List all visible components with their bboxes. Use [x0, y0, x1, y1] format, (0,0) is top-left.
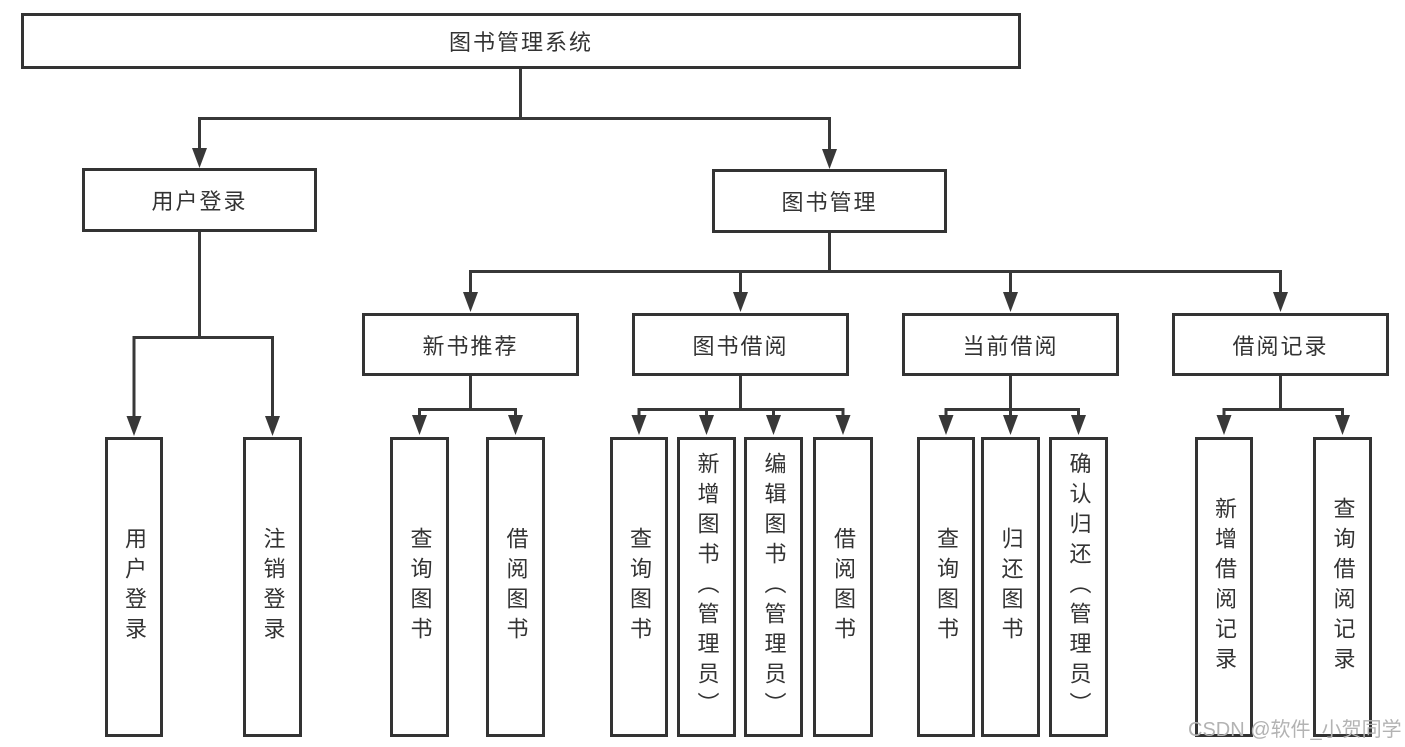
leaf-label: 借阅图书	[831, 527, 856, 647]
node-borrowing-records: 借阅记录	[1172, 313, 1389, 376]
arrow-down-icon	[1216, 415, 1232, 435]
leaf-query-books-2: 查询图书	[610, 437, 668, 737]
leaf-query-books-1: 查询图书	[390, 437, 449, 737]
arrow-down-icon	[938, 415, 954, 435]
connector-new-book-fork	[412, 376, 523, 435]
leaf-label: 新增借阅记录	[1212, 497, 1237, 677]
leaf-query-borrow-record: 查询借阅记录	[1313, 437, 1372, 737]
leaf-label: 归还图书	[998, 527, 1024, 647]
leaf-add-book-admin: 新增图书（管理员）	[677, 437, 736, 737]
arrow-down-icon	[1273, 292, 1288, 312]
node-new-book-recommend: 新书推荐	[362, 313, 579, 376]
arrow-down-icon	[126, 416, 142, 436]
leaf-return-book: 归还图书	[981, 437, 1040, 737]
arrow-down-icon	[631, 415, 647, 435]
arrow-down-icon	[1003, 415, 1018, 435]
node-book-borrowing: 图书借阅	[632, 313, 849, 376]
node-user-login: 用户登录	[82, 168, 317, 232]
connector-user-login-fork	[126, 232, 280, 436]
arrow-down-icon	[733, 292, 748, 312]
connector-current-borrowing-fork	[938, 376, 1086, 435]
leaf-label: 查询借阅记录	[1330, 497, 1356, 677]
leaf-label: 借阅图书	[503, 527, 529, 647]
watermark-text: CSDN @软件_小贺同学	[1188, 719, 1402, 741]
leaf-borrow-books-2: 借阅图书	[813, 437, 873, 737]
leaf-label: 用户登录	[122, 527, 147, 647]
leaf-label: 查询图书	[627, 527, 652, 647]
arrow-down-icon	[822, 149, 837, 169]
arrow-down-icon	[265, 416, 280, 436]
leaf-label: 查询图书	[407, 527, 433, 647]
leaf-query-books-3: 查询图书	[917, 437, 975, 737]
arrow-down-icon	[1071, 415, 1086, 435]
leaf-label: 编辑图书（管理员）	[761, 452, 787, 722]
leaf-label: 确认归还（管理员）	[1066, 452, 1092, 722]
arrow-down-icon	[192, 148, 207, 168]
leaf-edit-book-admin: 编辑图书（管理员）	[744, 437, 803, 737]
connector-book-management-fork	[463, 233, 1288, 312]
leaf-label: 查询图书	[934, 527, 959, 647]
connector-book-borrowing-fork	[631, 376, 851, 435]
leaf-label: 注销登录	[260, 527, 286, 647]
arrow-down-icon	[463, 292, 478, 312]
node-current-borrowing: 当前借阅	[902, 313, 1119, 376]
arrow-down-icon	[1335, 415, 1350, 435]
leaf-confirm-return-admin: 确认归还（管理员）	[1049, 437, 1108, 737]
node-root: 图书管理系统	[21, 13, 1021, 69]
arrow-down-icon	[699, 415, 714, 435]
leaf-user-login: 用户登录	[105, 437, 163, 737]
arrow-down-icon	[412, 415, 427, 435]
connector-borrowing-records-fork	[1216, 376, 1350, 435]
arrow-down-icon	[766, 415, 781, 435]
leaf-logout: 注销登录	[243, 437, 302, 737]
leaf-add-borrow-record: 新增借阅记录	[1195, 437, 1253, 737]
arrow-down-icon	[508, 415, 523, 435]
arrow-down-icon	[835, 415, 851, 435]
connector-root-fork	[192, 69, 837, 169]
node-book-management: 图书管理	[712, 169, 947, 233]
arrow-down-icon	[1003, 292, 1018, 312]
leaf-borrow-books-1: 借阅图书	[486, 437, 545, 737]
leaf-label: 新增图书（管理员）	[694, 452, 720, 722]
